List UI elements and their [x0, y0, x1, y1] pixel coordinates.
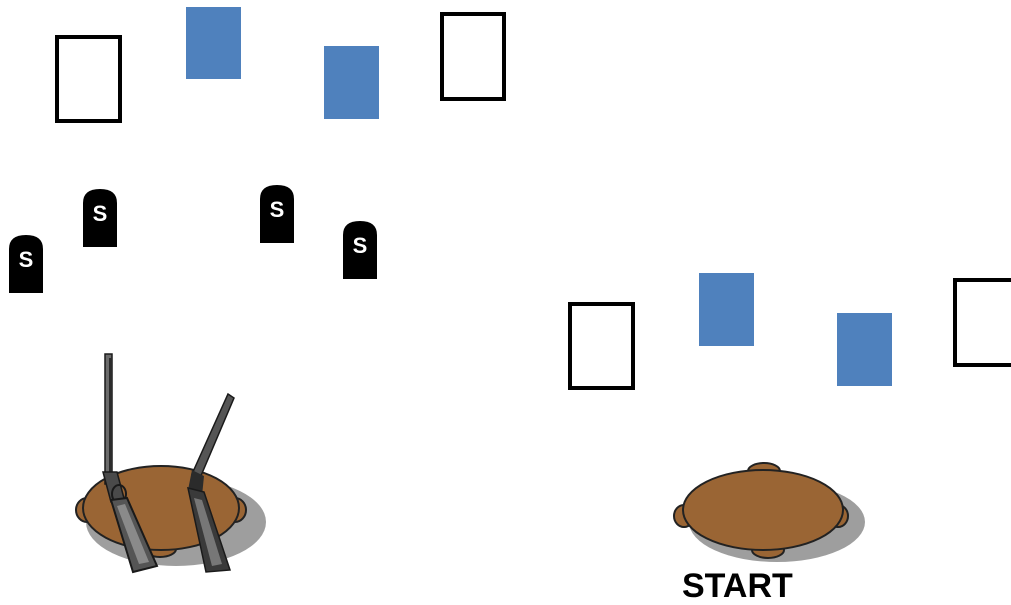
tombstone-icon[interactable]: S [7, 233, 45, 293]
card-filled-left-2[interactable] [324, 46, 379, 119]
tombstone-icon[interactable]: S [258, 183, 296, 243]
card-empty-right-2[interactable] [953, 278, 1011, 367]
round-table-icon [668, 460, 868, 570]
tombstone-letter: S [270, 197, 285, 222]
card-filled-right-2[interactable] [837, 313, 892, 386]
card-filled-left-1[interactable] [186, 7, 241, 79]
card-empty-left-2[interactable] [440, 12, 506, 101]
card-filled-right-1[interactable] [699, 273, 754, 346]
tombstone-letter: S [19, 247, 34, 272]
card-empty-left-1[interactable] [55, 35, 122, 123]
tombstone-icon[interactable]: S [81, 187, 119, 247]
card-empty-right-1[interactable] [568, 302, 635, 390]
tombstone-letter: S [353, 233, 368, 258]
rifle-icon[interactable] [95, 352, 165, 574]
tombstone-letter: S [93, 201, 108, 226]
start-button[interactable]: START [682, 567, 793, 605]
tombstone-icon[interactable]: S [341, 219, 379, 279]
shotgun-icon[interactable] [178, 392, 238, 574]
